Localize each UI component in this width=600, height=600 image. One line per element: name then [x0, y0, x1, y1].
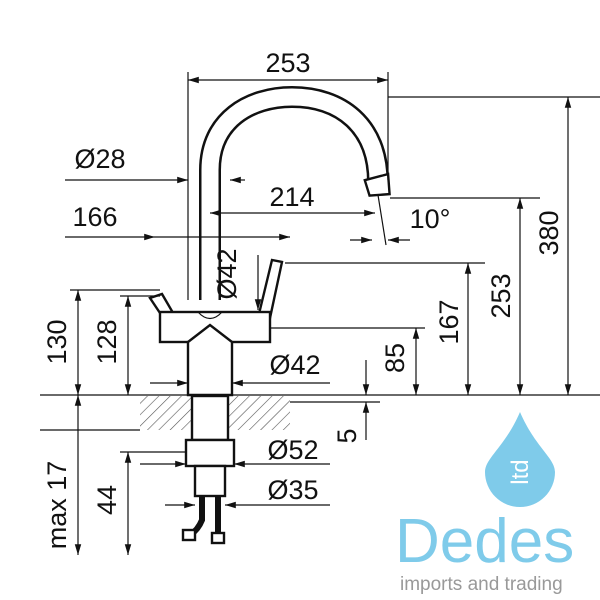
- right-handle: [256, 258, 284, 320]
- label-spout-reach: 214: [269, 182, 314, 212]
- label-spout-diameter: Ø28: [74, 144, 125, 174]
- label-max-thickness: max 17: [42, 461, 72, 550]
- label-neck-diameter: Ø42: [212, 248, 242, 299]
- label-shank-diameter: Ø52: [267, 435, 318, 465]
- watermark-suffix: ltd: [507, 459, 534, 484]
- faucet-body: [148, 258, 284, 545]
- label-handle-height: 167: [434, 299, 464, 344]
- watermark-tagline: imports and trading: [400, 574, 563, 595]
- spout: [199, 85, 391, 300]
- label-left-height-130: 130: [42, 319, 72, 364]
- label-top-width: 253: [265, 48, 310, 78]
- water-drop-icon: [485, 412, 555, 507]
- label-base-diameter: Ø42: [269, 350, 320, 380]
- watermark-brand: Dedes: [395, 507, 574, 576]
- label-left-height-128: 128: [92, 319, 122, 364]
- label-base-offset: 5: [332, 428, 362, 443]
- label-body-height: 85: [380, 343, 410, 373]
- label-spout-outlet-height: 253: [486, 273, 516, 318]
- label-shank-length: 44: [92, 485, 122, 515]
- dimension-labels: 253 380 Ø28 214 166 10° Ø42 253 167 85 Ø…: [42, 48, 564, 549]
- dimension-lines: [40, 72, 600, 555]
- label-spout-angle: 10°: [410, 204, 451, 234]
- watermark: ltd Dedes imports and trading: [395, 412, 574, 595]
- label-total-height: 380: [534, 210, 564, 255]
- label-handle-span: 166: [72, 202, 117, 232]
- label-hose-diameter: Ø35: [267, 475, 318, 505]
